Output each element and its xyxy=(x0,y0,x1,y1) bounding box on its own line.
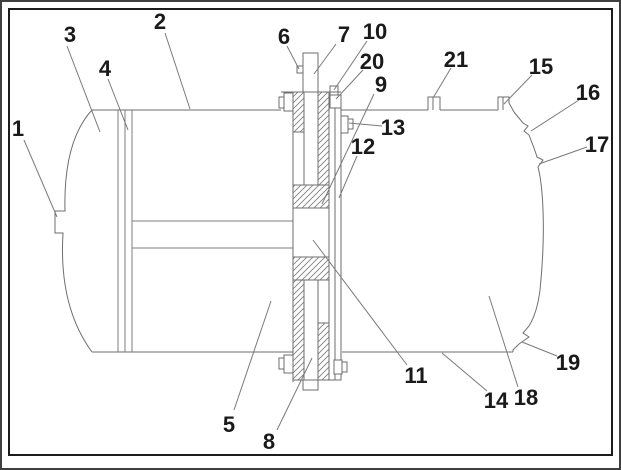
callout-8: 8 xyxy=(263,429,275,454)
callout-5: 5 xyxy=(223,412,235,437)
flange-ring-outer xyxy=(334,107,342,381)
bolt-bottom-left xyxy=(278,354,294,374)
callout-15: 15 xyxy=(529,54,553,79)
leader-5 xyxy=(233,300,272,411)
top-stem xyxy=(302,52,319,93)
leader-14 xyxy=(441,352,488,392)
center-flange-assembly xyxy=(278,52,354,391)
callout-14: 14 xyxy=(484,388,509,413)
callout-17: 17 xyxy=(585,132,609,157)
callout-21: 21 xyxy=(444,47,468,72)
bottom-right-strip xyxy=(317,322,330,381)
right-head-curve xyxy=(512,111,544,352)
flange-ring-inner xyxy=(328,107,336,381)
leader-13 xyxy=(348,122,383,127)
top-sleeve-column xyxy=(317,91,330,186)
leader-1 xyxy=(23,139,58,218)
leader-2 xyxy=(164,32,191,110)
bottom-stem xyxy=(302,279,319,391)
leader-10 xyxy=(333,40,368,91)
leader-16 xyxy=(530,99,580,132)
leader-19 xyxy=(521,341,558,357)
bolt-top-right-13 xyxy=(340,115,354,134)
callout-4: 4 xyxy=(99,56,112,81)
leader-6 xyxy=(286,45,300,70)
left-head-curve xyxy=(54,109,93,353)
leader-8 xyxy=(276,357,313,431)
callout-13: 13 xyxy=(381,115,405,140)
left-vessel xyxy=(54,109,293,353)
callout-12: 12 xyxy=(351,134,375,159)
callout-3: 3 xyxy=(64,22,76,47)
callout-10: 10 xyxy=(363,19,387,44)
leader-3 xyxy=(66,45,101,133)
right-vessel xyxy=(341,96,544,353)
top-right-nut xyxy=(329,85,339,96)
bolt-bottom-right xyxy=(333,359,348,375)
leader-21 xyxy=(432,67,452,99)
callout-19: 19 xyxy=(556,350,580,375)
left-seam-lines xyxy=(117,110,133,352)
leader-15 xyxy=(503,74,533,105)
callout-9: 9 xyxy=(375,72,387,97)
leader-20 xyxy=(335,69,364,100)
callout-2: 2 xyxy=(154,9,166,34)
top-left-flange-plate xyxy=(292,91,305,133)
leader-lines xyxy=(23,32,588,431)
leader-7 xyxy=(313,43,337,75)
callout-11: 11 xyxy=(404,363,427,388)
callout-labels: 1 2 3 4 5 6 7 8 9 10 11 12 13 14 15 16 1… xyxy=(12,9,609,454)
callout-1: 1 xyxy=(12,116,24,141)
upper-hub-block xyxy=(292,184,330,209)
leader-18 xyxy=(488,295,519,388)
center-pipe-lines xyxy=(132,220,293,249)
top-notch-15 xyxy=(497,96,515,113)
lower-hub-block xyxy=(292,256,330,281)
callout-16: 16 xyxy=(576,80,600,105)
bolt-top-left xyxy=(278,92,294,112)
bottom-left-column xyxy=(292,279,305,381)
leader-17 xyxy=(538,146,588,165)
leader-12 xyxy=(338,155,358,199)
callout-18: 18 xyxy=(514,385,538,410)
leader-11 xyxy=(312,239,408,366)
center-hub xyxy=(292,207,330,258)
callout-7: 7 xyxy=(338,22,350,47)
callout-20: 20 xyxy=(360,49,384,74)
leader-9 xyxy=(321,93,375,205)
stem-notch-6 xyxy=(296,65,304,74)
top-right-washer xyxy=(329,94,342,109)
leader-4 xyxy=(107,78,129,131)
callout-6: 6 xyxy=(278,24,290,49)
